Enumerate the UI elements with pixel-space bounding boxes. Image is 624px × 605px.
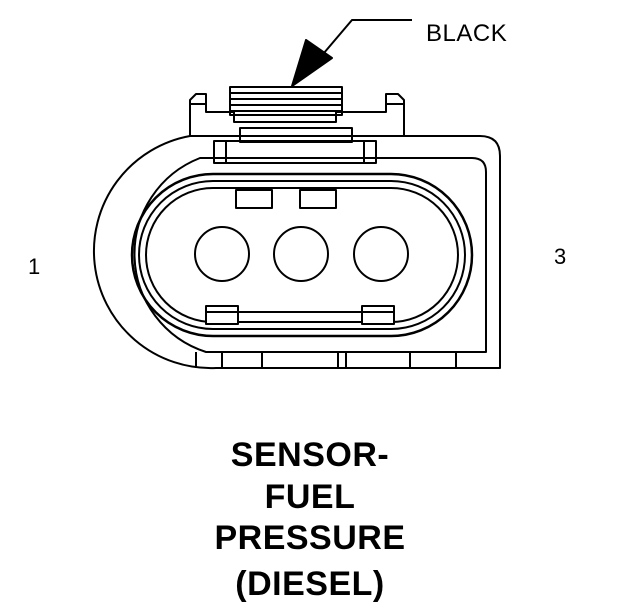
connector-latch bbox=[189, 86, 405, 164]
terminal-cavities bbox=[194, 226, 409, 282]
cavity-1 bbox=[194, 226, 250, 282]
wire-color-label: BLACK bbox=[426, 20, 508, 47]
title-line-3: PRESSURE bbox=[214, 519, 406, 557]
connector-body bbox=[93, 135, 501, 370]
connector-face bbox=[130, 172, 474, 338]
title-line-4: (DIESEL) bbox=[235, 565, 385, 603]
pin-3-label: 3 bbox=[554, 244, 567, 269]
keying-tabs bbox=[205, 189, 395, 325]
title-line-1: SENSOR- bbox=[230, 436, 390, 474]
cavity-2 bbox=[273, 226, 329, 282]
cavity-3 bbox=[353, 226, 409, 282]
callout-arrow bbox=[291, 19, 412, 87]
pin-1-label: 1 bbox=[28, 254, 41, 279]
title-line-2: FUEL bbox=[264, 478, 356, 516]
